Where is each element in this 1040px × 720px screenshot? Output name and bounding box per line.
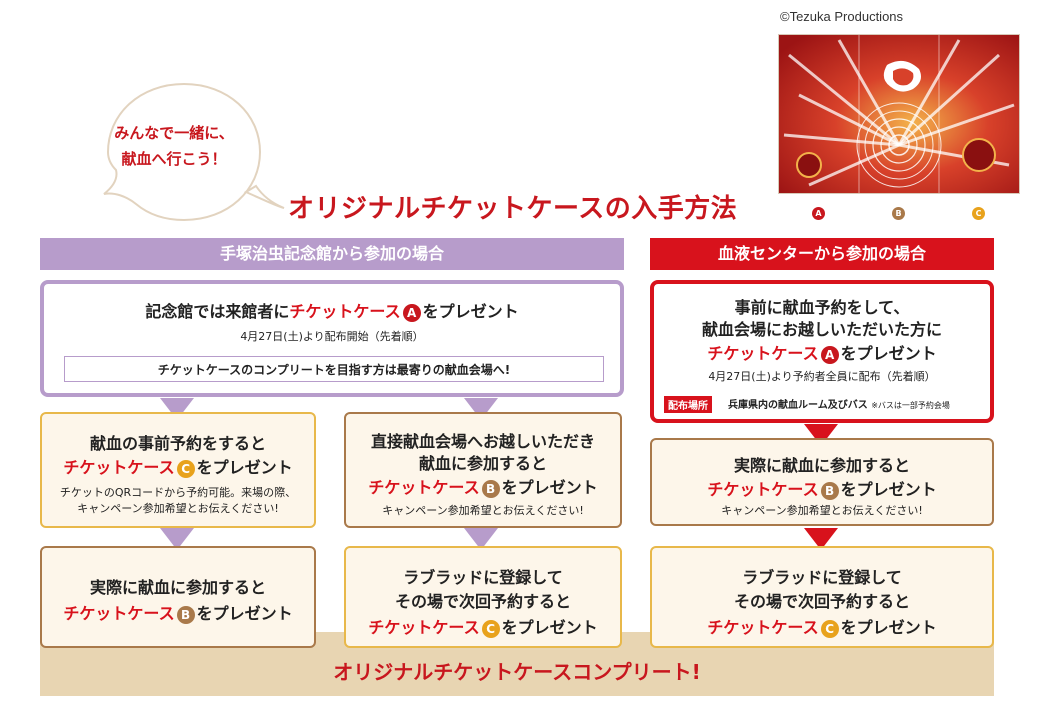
present-label: をプレゼント [422, 302, 519, 321]
step-line: 献血の事前予約をすると [89, 434, 266, 453]
step-note: キャンペーン参加希望とお伝えください! [382, 504, 584, 517]
arrow-down-icon [464, 398, 498, 420]
badge-b: B [820, 481, 839, 500]
speech-bubble [103, 82, 285, 222]
step-note: チケットのQRコードから予約可能。来場の際、 [59, 486, 297, 499]
step-line: 実際に献血に参加すると [89, 578, 266, 597]
present-label: をプレゼント [501, 618, 598, 637]
step-line: ラブラッドに登録して [742, 568, 902, 587]
page-title: オリジナルチケットケースの入手方法 [288, 194, 738, 224]
distribution-place-tag: 配布場所 [664, 396, 712, 413]
ticket-case-label: チケットケース [289, 302, 401, 321]
arrow-down-icon [160, 528, 194, 550]
place-name: 兵庫県内の献血ルーム及びバス [728, 400, 868, 411]
step-line: 直接献血会場へお越しいただき [370, 432, 595, 451]
artwork-section-labels: A B C [778, 207, 1020, 223]
present-label: をプレゼント [840, 618, 937, 637]
arrow-down-icon [804, 528, 838, 550]
ticket-case-artwork [778, 34, 1020, 194]
bubble-line-2: 献血へ行こう！ [121, 150, 227, 168]
museum-section-header: 手塚治虫記念館から参加の場合 [40, 238, 624, 270]
arrow-down-icon [804, 424, 838, 446]
badge-b: B [176, 605, 195, 624]
arrow-down-icon [464, 528, 498, 550]
ticket-case-label: チケットケース [368, 478, 480, 497]
step-line: 献血に参加すると [418, 454, 547, 473]
reserve-date: 4月27日(土)より予約者全員に配布（先着順） [708, 370, 936, 383]
ticket-case-label: チケットケース [707, 344, 819, 363]
ticket-case-label: チケットケース [707, 480, 819, 499]
badge-a: A [820, 345, 839, 364]
distribution-place-text: 兵庫県内の献血ルーム及びバス ※バスは一部予約会場 [728, 396, 950, 411]
ticket-case-label: チケットケース [368, 618, 480, 637]
label-a: A [812, 207, 825, 220]
place-note: ※バスは一部予約会場 [871, 401, 950, 410]
badge-c: C [481, 619, 500, 638]
bubble-text: みんなで一緒に、 献血へ行こう！ [104, 120, 244, 172]
complete-band-text: オリジナルチケットケースコンプリート! [333, 660, 701, 684]
arrow-down-icon [160, 398, 194, 420]
ticket-case-label: チケットケース [63, 458, 175, 477]
present-label: をプレゼント [196, 604, 293, 623]
label-b: B [892, 207, 905, 220]
badge-b: B [481, 479, 500, 498]
bubble-line-1: みんなで一緒に、 [114, 124, 234, 142]
blood-center-section-header: 血液センターから参加の場合 [650, 238, 994, 270]
ticket-case-label: チケットケース [63, 604, 175, 623]
step-line: その場で次回予約すると [394, 592, 571, 611]
label-c: C [972, 207, 985, 220]
phoenix-artwork-image [779, 35, 1019, 193]
step-line: ラブラッドに登録して [403, 568, 563, 587]
badge-a: A [402, 303, 421, 322]
reserve-line-1: 事前に献血予約をして、 [734, 298, 910, 317]
step-note: キャンペーン参加希望とお伝えください! [77, 502, 279, 515]
ticket-case-label: チケットケース [707, 618, 819, 637]
present-label: をプレゼント [840, 344, 937, 363]
museum-date: 4月27日(土)より配布開始（先着順） [240, 330, 424, 343]
badge-c: C [820, 619, 839, 638]
present-label: をプレゼント [196, 458, 293, 477]
museum-offer-pre: 記念館では来館者に [145, 302, 290, 321]
step-note: キャンペーン参加希望とお伝えください! [721, 504, 923, 517]
step-line: 実際に献血に参加すると [733, 456, 910, 475]
reserve-line-2: 献血会場にお越しいただいた方に [701, 320, 942, 339]
present-label: をプレゼント [840, 480, 937, 499]
copyright-text: ©Tezuka Productions [780, 9, 904, 24]
badge-c: C [176, 459, 195, 478]
step-line: その場で次回予約すると [733, 592, 910, 611]
present-label: をプレゼント [501, 478, 598, 497]
complete-hint-bar: チケットケースのコンプリートを目指す方は最寄りの献血会場へ! [64, 356, 604, 382]
